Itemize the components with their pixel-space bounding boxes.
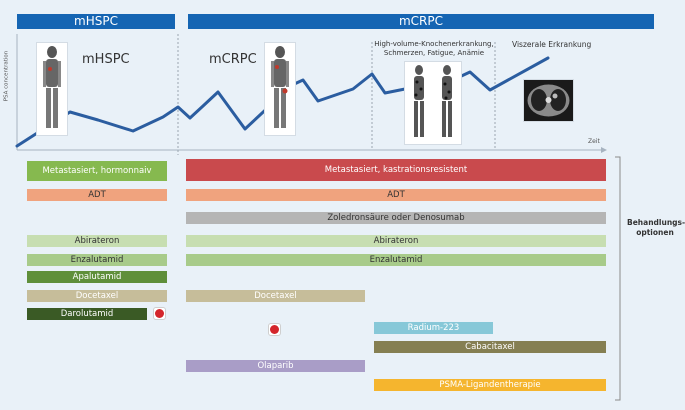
bar-olaparib: Olaparib (186, 360, 365, 372)
bar-abiraterone-left: Abirateron (27, 235, 167, 247)
bar-metastatic-resistant: Metastasiert, kastrationsresistent (186, 159, 606, 181)
bar-docetaxel-left: Docetaxel (27, 290, 167, 302)
phase-label-mhspc: mHSPC (82, 52, 130, 67)
phase-label-mcrpc: mCRPC (209, 52, 257, 67)
bar-adt-right: ADT (186, 189, 606, 201)
bar-abiraterone-right: Abirateron (186, 235, 606, 247)
stop-icon-mcrpc (268, 323, 281, 336)
stop-icon-darolutamide (153, 307, 166, 320)
bone-scan-image-3 (405, 62, 461, 144)
annotation-visceral: Viszerale Erkrankung (512, 40, 592, 49)
header-mcrpc-label: mCRPC (398, 14, 444, 28)
bar-enzalutamide-left: Enzalutamid (27, 254, 167, 266)
y-axis-label: PSA concentration (3, 50, 10, 102)
bar-adt-left: ADT (27, 189, 167, 201)
bar-apalutamide: Apalutamid (27, 271, 167, 283)
bar-zoledron: Zoledronsäure oder Denosumab (186, 212, 606, 224)
side-label-treatment-options: Behandlungs- optionen (627, 218, 685, 237)
bone-scan-image-2 (265, 43, 295, 135)
bone-scan-image-1 (37, 43, 67, 135)
x-axis-label: Zeit (588, 138, 600, 145)
bar-psma: PSMA-Ligandentherapie (374, 379, 606, 391)
header-mhspc: mHSPC (17, 14, 175, 29)
annotation-high-volume: High-volume-Knochenerkrankung, Schmerzen… (374, 40, 494, 57)
bar-metastatic-naive: Metastasiert, hormonnaiv (27, 161, 167, 181)
header-mhspc-label: mHSPC (74, 14, 118, 28)
header-mcrpc: mCRPC (188, 14, 654, 29)
bar-radium: Radium-223 (374, 322, 493, 334)
treatment-bracket (615, 156, 621, 401)
ct-scan-image (524, 80, 573, 121)
x-axis-arrow (601, 147, 607, 153)
bar-darolutamide: Darolutamid (27, 308, 147, 320)
bar-enzalutamide-right: Enzalutamid (186, 254, 606, 266)
bar-docetaxel-right: Docetaxel (186, 290, 365, 302)
bar-cabazitaxel: Cabacitaxel (374, 341, 606, 353)
